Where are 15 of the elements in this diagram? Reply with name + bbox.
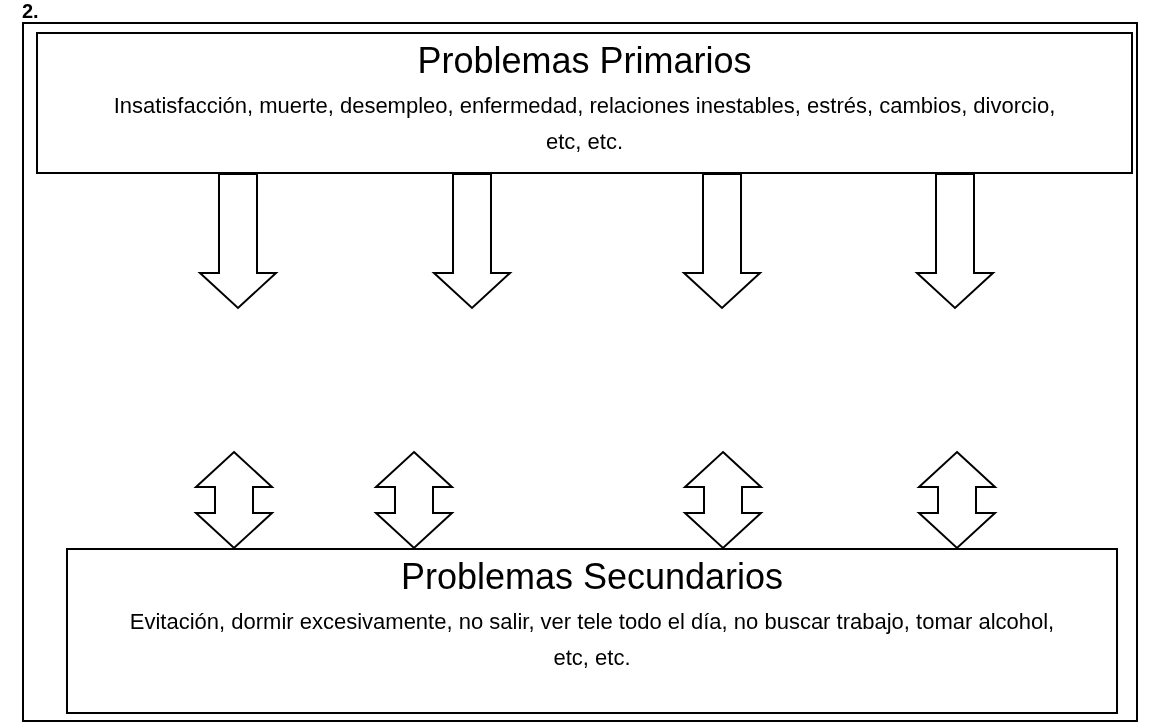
double-block-arrow <box>916 450 998 550</box>
block-arrow <box>681 173 763 310</box>
box-text: Evitación, dormir excesivamente, no salir, ver tele todo el día, no buscar trabajo, tomar alcohol, etc, etc. <box>128 608 1056 672</box>
box-text: Insatisfacción, muerte, desempleo, enfermedad, relaciones inestables, estrés, cambios, divorcio, etc, etc. <box>112 92 1057 156</box>
text-box <box>66 548 1118 714</box>
section-number: 2. <box>22 1 39 21</box>
block-arrow <box>197 173 279 310</box>
box-heading: Problemas Primarios <box>416 39 753 83</box>
block-arrow <box>914 173 996 310</box>
box-heading: Problemas Secundarios <box>399 555 785 599</box>
double-block-arrow <box>193 450 275 550</box>
double-block-arrow <box>682 450 764 550</box>
text-box <box>36 32 1133 174</box>
double-block-arrow <box>373 450 455 550</box>
block-arrow <box>431 173 513 310</box>
